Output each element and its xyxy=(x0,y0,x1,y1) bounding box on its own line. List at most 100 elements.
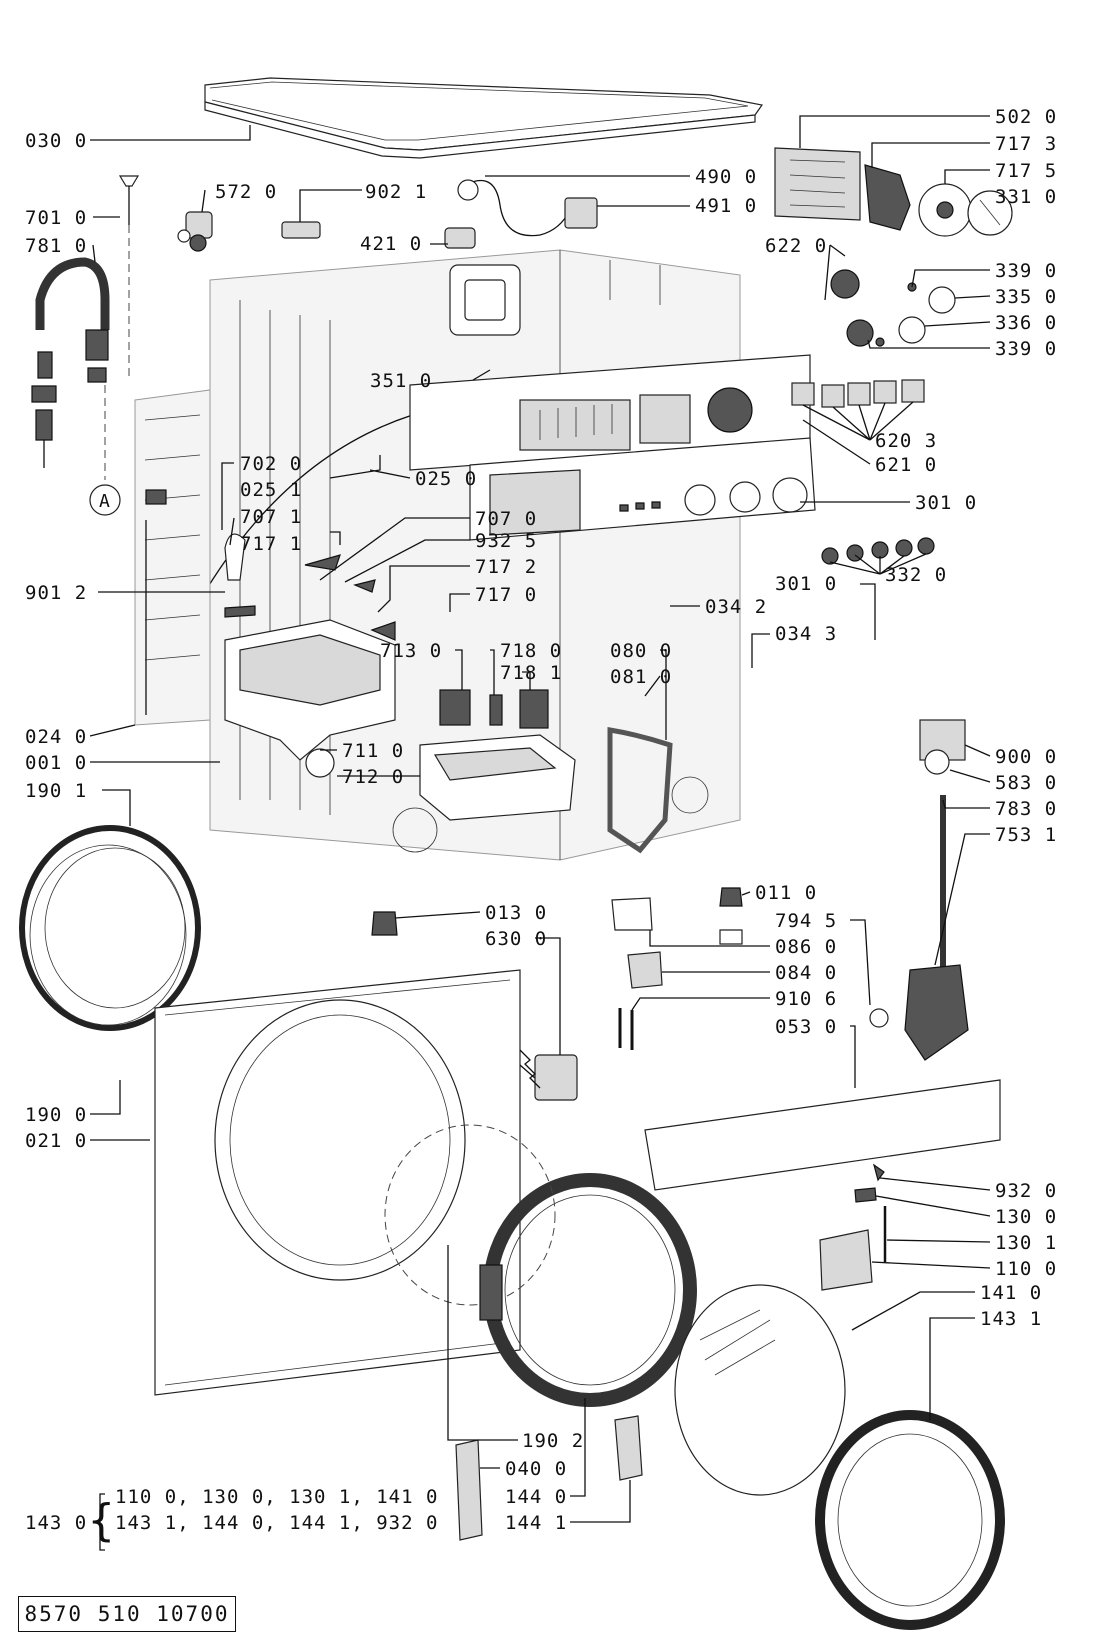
callout-labels: 030 0 572 0 902 1 490 0 491 0 421 0 502 … xyxy=(25,106,1057,1546)
wire-harness-drawing xyxy=(444,179,598,249)
feet-drawing xyxy=(371,887,889,1050)
callout-190: 190 0 xyxy=(25,1104,87,1126)
callout-7173: 717 3 xyxy=(995,133,1057,155)
callout-7172: 717 2 xyxy=(475,556,537,578)
electronic-board-drawing xyxy=(774,147,1013,347)
kit-label: 143 0 xyxy=(25,1512,87,1534)
callout-1301: 130 1 xyxy=(995,1232,1057,1254)
callout-301b: 301 0 xyxy=(775,573,837,595)
callout-9320: 932 0 xyxy=(995,1180,1057,1202)
kit-line-1: 110 0, 130 0, 130 1, 141 0 xyxy=(115,1486,438,1508)
spring-drawing xyxy=(519,1049,541,1089)
callout-7171: 717 1 xyxy=(240,533,302,555)
callout-1902: 190 2 xyxy=(522,1430,584,1452)
callout-7531: 753 1 xyxy=(995,824,1057,846)
callout-024: 024 0 xyxy=(25,726,87,748)
callout-339a: 339 0 xyxy=(995,260,1057,282)
front-panel-drawing xyxy=(154,969,521,1396)
callout-335: 335 0 xyxy=(995,286,1057,308)
callout-6203: 620 3 xyxy=(875,430,937,452)
kit-line-2: 143 1, 144 0, 144 1, 932 0 xyxy=(115,1512,438,1534)
callout-0342: 034 2 xyxy=(705,596,767,618)
callout-701: 701 0 xyxy=(25,207,87,229)
callout-7175: 717 5 xyxy=(995,160,1057,182)
callout-040: 040 0 xyxy=(505,1458,567,1480)
top-cover-drawing xyxy=(204,77,764,159)
callout-9012: 901 2 xyxy=(25,582,87,604)
callout-1441: 144 1 xyxy=(505,1512,567,1534)
callout-9325: 932 5 xyxy=(475,530,537,552)
callout-011: 011 0 xyxy=(755,882,817,904)
callout-080: 080 0 xyxy=(610,640,672,662)
tubing-drawing xyxy=(607,727,673,854)
callout-1901: 190 1 xyxy=(25,780,87,802)
hinge-drawing xyxy=(455,1415,643,1541)
callout-621: 621 0 xyxy=(875,454,937,476)
callout-794: 794 5 xyxy=(775,910,837,932)
push-buttons-drawing xyxy=(821,537,935,565)
callout-1431: 143 1 xyxy=(980,1308,1042,1330)
callout-1410: 141 0 xyxy=(980,1282,1042,1304)
connector-902-drawing xyxy=(281,221,321,239)
inlet-valve-drawing xyxy=(177,211,213,252)
callout-910: 910 6 xyxy=(775,988,837,1010)
callout-7170: 717 0 xyxy=(475,584,537,606)
callout-900: 900 0 xyxy=(995,746,1057,768)
part-drawings xyxy=(19,77,1013,1630)
callout-351: 351 0 xyxy=(370,370,432,392)
side-panel-drawing xyxy=(134,389,211,726)
callout-783: 783 0 xyxy=(995,798,1057,820)
door-glass-drawing xyxy=(674,1284,1005,1630)
control-panel-drawing xyxy=(409,354,816,541)
callout-713: 713 0 xyxy=(380,640,442,662)
kit-brace: { xyxy=(88,1495,116,1546)
callout-781: 781 0 xyxy=(25,235,87,257)
callout-712: 712 0 xyxy=(342,766,404,788)
detergent-dispenser-drawing xyxy=(224,533,576,821)
callout-1440: 144 0 xyxy=(505,1486,567,1508)
door-handle-drawing xyxy=(819,1163,887,1291)
callout-336: 336 0 xyxy=(995,312,1057,334)
callout-332: 332 0 xyxy=(885,564,947,586)
callout-583: 583 0 xyxy=(995,772,1057,794)
door-lock-drawing xyxy=(534,1054,578,1101)
relay-row-drawing xyxy=(791,379,925,408)
callout-084: 084 0 xyxy=(775,962,837,984)
hose-drawing xyxy=(31,175,140,516)
callout-491: 491 0 xyxy=(695,195,757,217)
callout-7180: 718 0 xyxy=(500,640,562,662)
callout-0250: 025 0 xyxy=(415,468,477,490)
callout-1300: 130 0 xyxy=(995,1206,1057,1228)
callout-1100: 110 0 xyxy=(995,1258,1057,1280)
callout-301a: 301 0 xyxy=(915,492,977,514)
callout-001: 001 0 xyxy=(25,752,87,774)
callout-081: 081 0 xyxy=(610,666,672,688)
callout-421: 421 0 xyxy=(360,233,422,255)
callout-572: 572 0 xyxy=(215,181,277,203)
door-ring-drawing xyxy=(384,1064,697,1407)
leader-lines xyxy=(89,115,991,1551)
callout-013: 013 0 xyxy=(485,902,547,924)
pump-drawing xyxy=(904,719,969,1061)
callout-053: 053 0 xyxy=(775,1016,837,1038)
callout-0343: 034 3 xyxy=(775,623,837,645)
callout-490: 490 0 xyxy=(695,166,757,188)
circle-marker-a: A xyxy=(99,491,111,512)
callout-630: 630 0 xyxy=(485,928,547,950)
callout-021: 021 0 xyxy=(25,1130,87,1152)
callout-902: 902 1 xyxy=(365,181,427,203)
callout-7070: 707 0 xyxy=(475,508,537,530)
callout-331: 331 0 xyxy=(995,186,1057,208)
door-seal-drawing xyxy=(19,825,201,1031)
callout-7181: 718 1 xyxy=(500,662,562,684)
callout-086: 086 0 xyxy=(775,936,837,958)
callout-711: 711 0 xyxy=(342,740,404,762)
callout-0251: 025 1 xyxy=(240,479,302,501)
callout-339b: 339 0 xyxy=(995,338,1057,360)
document-code: 8570 510 10700 xyxy=(18,1596,236,1632)
callout-702: 702 0 xyxy=(240,453,302,475)
plinth-drawing xyxy=(644,1079,1001,1191)
callout-7071: 707 1 xyxy=(240,506,302,528)
callout-502: 502 0 xyxy=(995,106,1057,128)
